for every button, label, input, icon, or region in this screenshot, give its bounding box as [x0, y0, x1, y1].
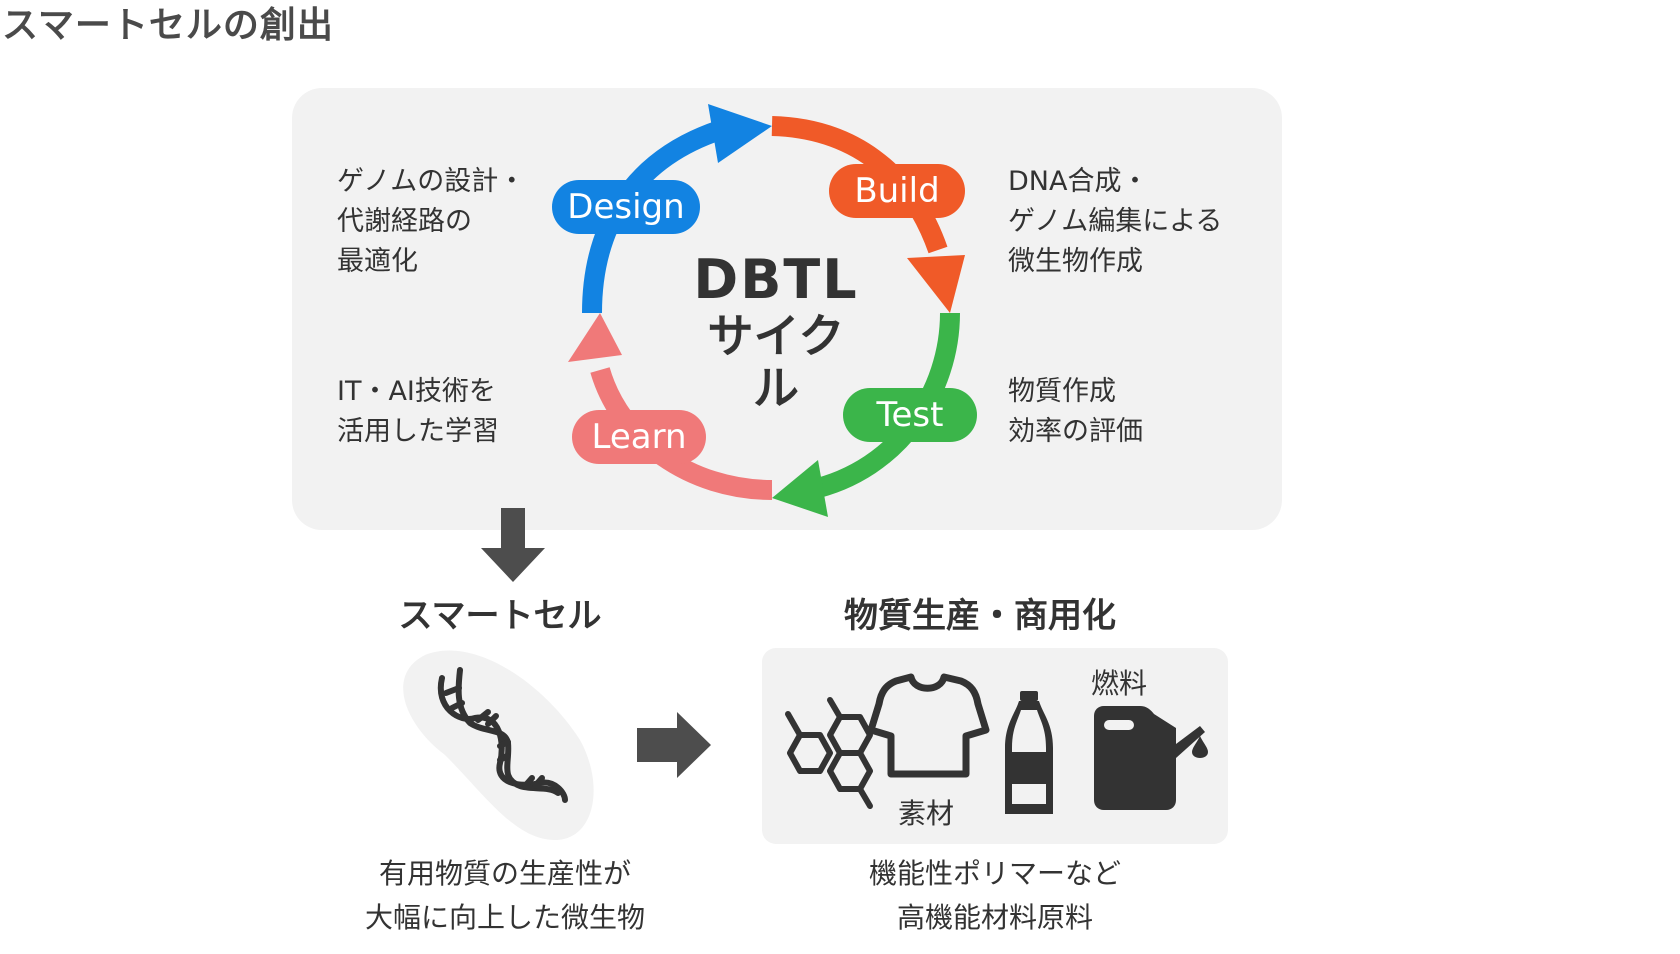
- down-arrow-icon: [481, 508, 545, 582]
- fuel-can-icon: [1094, 706, 1208, 810]
- dbtl-title-line2: サイクル: [707, 309, 845, 415]
- build-description: DNA合成・ ゲノム編集による 微生物作成: [1008, 166, 1223, 277]
- right-arrow-icon: [637, 712, 711, 778]
- smart-cell-caption: 有用物質の生産性が 大幅に向上した微生物: [364, 857, 645, 934]
- test-description: 物質作成 効率の評価: [1008, 376, 1143, 447]
- build-arrow: [771, 116, 965, 313]
- test-stage-pill: Test: [843, 388, 977, 442]
- smart-cell-heading: スマートセル: [398, 596, 602, 636]
- bottle-icon: [1005, 691, 1053, 814]
- dbtl-cycle-panel: [292, 88, 1282, 530]
- production-heading: 物質生産・商用化: [844, 596, 1116, 636]
- tshirt-icon: [867, 673, 990, 778]
- fuel-label: 燃料: [1091, 667, 1148, 700]
- production-caption: 機能性ポリマーなど 高機能材料原料: [868, 857, 1121, 934]
- learn-stage-pill: Learn: [572, 410, 706, 464]
- dbtl-cycle-title: DBTL サイクル: [692, 248, 860, 415]
- materials-label: 素材: [898, 797, 955, 830]
- dna-helix-icon: [437, 667, 568, 803]
- build-stage-pill: Build: [829, 164, 965, 218]
- design-description: ゲノムの設計・ 代謝経路の 最適化: [337, 166, 526, 277]
- learn-description: IT・AI技術を 活用した学習: [337, 376, 499, 447]
- dbtl-title-line1: DBTL: [693, 248, 859, 311]
- page-title: スマートセルの創出: [2, 5, 334, 46]
- molecule-icon: [785, 697, 873, 809]
- design-stage-pill: Design: [552, 180, 700, 234]
